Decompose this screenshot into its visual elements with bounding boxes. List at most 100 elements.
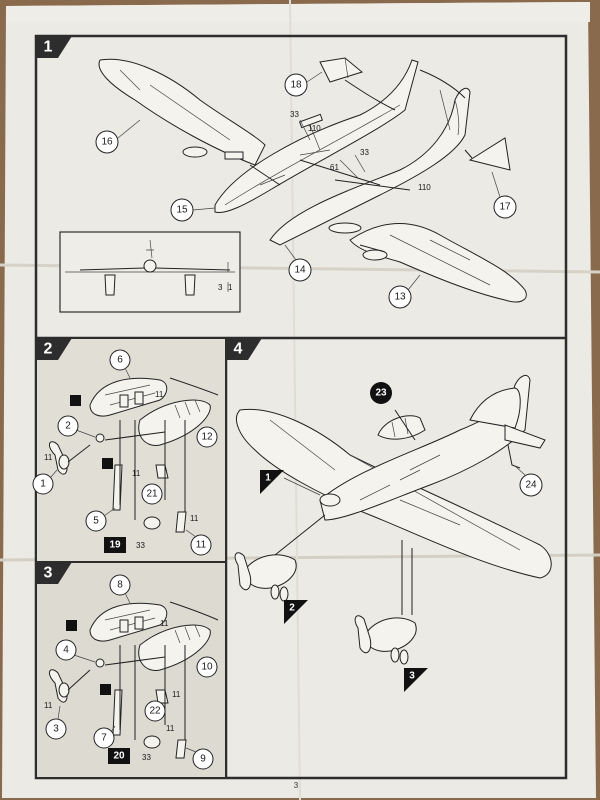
flag-2: 2 [284,600,308,624]
fuselage-left-half [214,59,419,214]
svg-text:21: 21 [146,489,158,500]
black-marker-2b [102,458,113,469]
label-11-h: 11 [166,724,175,733]
callout-22: 22 [144,700,166,722]
black-marker-3a [66,620,77,631]
step-number-1: 1 [44,39,53,56]
left-wing-part [98,58,266,166]
step4-callouts: 23 24 1 2 3 [260,382,543,692]
step2-shade [37,339,225,561]
canopy-part-18 [319,57,364,83]
svg-text:19: 19 [109,540,121,551]
callout-21: 21 [141,483,163,505]
black-box-19: 19 [104,537,126,553]
svg-text:7: 7 [101,733,107,744]
svg-text:13: 13 [394,292,406,303]
black-marker-2a [70,395,81,406]
callout-4: 4 [55,639,77,661]
svg-text:3: 3 [53,724,59,735]
outer-frame [34,34,568,780]
svg-text:15: 15 [176,205,188,216]
svg-text:11: 11 [196,540,207,551]
svg-text:17: 17 [499,202,511,213]
step-tab-1: 1 [36,36,72,58]
label-11-b: 11 [155,390,164,399]
svg-text:1: 1 [40,479,46,490]
callout-2: 2 [57,415,79,437]
svg-text:12: 12 [201,432,213,443]
black-marker-3b [100,684,111,695]
callout-10: 10 [196,656,218,678]
svg-text:24: 24 [525,480,537,491]
label-11-d: 11 [190,514,199,523]
label-11-f: 11 [160,619,169,628]
svg-text:23: 23 [375,388,387,399]
tail-part-17 [468,137,511,171]
right-wing-part [349,223,527,303]
label-11-c: 11 [132,469,141,478]
label-11-e: 11 [44,701,53,710]
step1-drawing [59,57,527,313]
step-tab-2: 2 [36,338,72,360]
label-11-g: 11 [172,690,181,699]
step2-callouts: 6 2 1 12 21 5 11 19 11 11 11 11 33 [32,349,218,556]
flag-1: 1 [260,470,284,494]
step-number-2: 2 [44,341,53,358]
callout-23-black: 23 [370,382,392,404]
svg-text:18: 18 [290,80,302,91]
step-number-3: 3 [44,565,53,582]
callout-7: 7 [93,727,115,749]
page-number: 3 [294,781,299,790]
callout-9: 9 [192,748,214,770]
svg-text:8: 8 [117,580,123,591]
callout-18: 18 [284,73,308,97]
label-110-a: 110 [308,124,321,133]
callout-13: 13 [388,285,412,309]
svg-text:2: 2 [289,603,295,614]
callout-14: 14 [288,258,312,282]
callout-17: 17 [493,195,517,219]
callout-24: 24 [519,473,543,497]
svg-text:22: 22 [149,706,161,717]
svg-text:3: 3 [409,671,415,682]
svg-text:5: 5 [93,516,99,527]
step3-callouts: 8 4 3 10 22 7 9 20 11 11 11 11 33 [44,574,218,770]
step-tab-3: 3 [36,562,72,584]
callout-1: 1 [32,473,54,495]
label-inset-1: 1 [228,283,233,292]
callout-5: 5 [85,510,107,532]
svg-text:20: 20 [113,751,125,762]
step1-callouts: 16 18 15 14 13 17 33 110 61 33 110 3 1 [95,71,517,309]
svg-text:6: 6 [117,355,123,366]
label-11-a: 11 [44,453,53,462]
label-33-b: 33 [360,148,369,157]
callout-15: 15 [170,198,194,222]
step-number-4: 4 [234,341,243,358]
label-33-step3: 33 [142,753,151,762]
svg-text:9: 9 [200,754,206,765]
label-33-a: 33 [290,110,299,119]
svg-text:2: 2 [65,421,71,432]
callout-11: 11 [190,534,212,556]
svg-text:14: 14 [294,265,306,276]
fuselage-right-half [269,87,471,246]
svg-text:4: 4 [63,645,69,656]
callout-3: 3 [45,718,67,740]
callout-8: 8 [109,574,131,596]
label-61: 61 [330,163,339,172]
callout-12: 12 [196,426,218,448]
label-inset-3: 3 [218,283,223,292]
step-tab-4: 4 [226,338,262,360]
step3-drawing [48,601,219,759]
flag-3: 3 [404,668,428,692]
step2-drawing [48,377,219,533]
label-33-step2: 33 [136,541,145,550]
step4-drawing [234,374,552,665]
svg-text:10: 10 [201,662,213,673]
svg-text:1: 1 [265,473,271,484]
callout-6: 6 [109,349,131,371]
svg-text:16: 16 [101,137,113,148]
callout-16: 16 [95,130,119,154]
black-box-20: 20 [108,748,130,764]
